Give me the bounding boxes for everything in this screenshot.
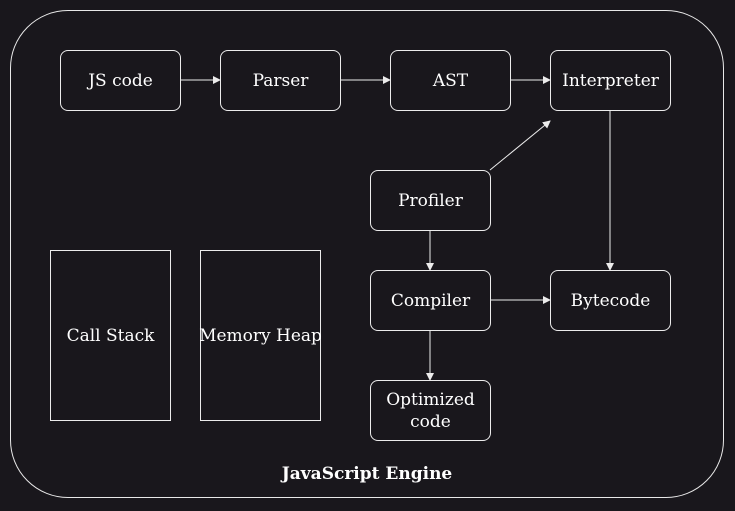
node-ast: AST (390, 50, 511, 111)
node-js-code: JS code (60, 50, 181, 111)
arrow-profiler-to-interpreter (489, 120, 551, 171)
node-call-stack: Call Stack (50, 250, 171, 421)
node-call-stack-label: Call Stack (66, 325, 155, 346)
node-profiler-label: Profiler (398, 190, 463, 211)
node-bytecode: Bytecode (550, 270, 671, 331)
node-parser-label: Parser (252, 70, 309, 91)
javascript-engine-container (10, 10, 724, 498)
node-optimized-code: Optimized code (370, 380, 491, 441)
node-parser: Parser (220, 50, 341, 111)
node-optimized-code-label: Optimized code (386, 389, 475, 432)
node-memory-heap: Memory Heap (199, 250, 322, 421)
node-memory-heap-label: Memory Heap (199, 325, 322, 346)
node-profiler: Profiler (370, 170, 491, 231)
node-interpreter: Interpreter (550, 50, 671, 111)
node-bytecode-label: Bytecode (570, 290, 651, 311)
node-js-code-label: JS code (88, 70, 153, 91)
engine-title: JavaScript Engine (281, 464, 453, 484)
node-ast-label: AST (432, 70, 469, 91)
node-interpreter-label: Interpreter (562, 70, 659, 91)
node-compiler-label: Compiler (390, 290, 471, 311)
node-compiler: Compiler (370, 270, 491, 331)
